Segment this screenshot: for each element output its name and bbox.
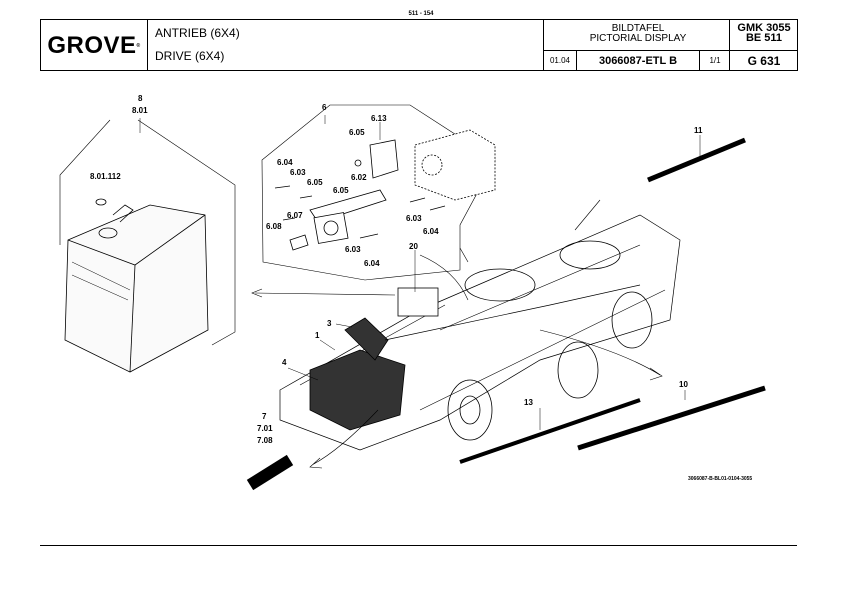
footer-rule [40,545,797,546]
model-line-2: BE 511 [745,32,783,44]
display-type: BILDTAFEL PICTORIAL DISPLAY [547,24,729,44]
title-english: DRIVE (6X4) [155,49,225,63]
group-number: G 631 [747,54,781,68]
callout-6-04-b: 6.04 [364,259,380,268]
callout-6-03-b: 6.03 [345,245,361,254]
callout-7: 7 [262,412,267,421]
callout-7-01: 7.01 [257,424,273,433]
callout-6-08: 6.08 [266,222,282,231]
callout-4: 4 [282,358,287,367]
callout-11: 11 [694,126,703,135]
drawing-code: 3066087-B-BL01-0104-3055 [688,476,753,482]
display-type-german: BILDTAFEL [611,23,665,34]
fuel-tank-drawing [59,119,236,373]
callout-6: 6 [322,103,327,112]
engine-gearbox-drawing [309,287,439,431]
bracket-group-outline [261,104,496,281]
issue-date: 01.04 [549,56,571,65]
callout-8: 8 [138,94,143,103]
grove-logo: GROVE® [43,26,145,66]
title-block: GROVE® ANTRIEB (6X4) DRIVE (6X4) BILDTAF… [40,19,798,71]
model-number: GMK 3055 BE 511 [731,22,797,44]
model-line-1: GMK 3055 [737,22,791,34]
title-german: ANTRIEB (6X4) [155,26,240,40]
registered-mark: ® [136,43,141,49]
logo-text: GROVE [47,32,137,59]
callout-6-04-c: 6.04 [423,227,439,236]
callout-8-01: 8.01 [132,106,148,115]
callout-6-02: 6.02 [351,173,367,182]
sheet-number: 1/1 [709,56,721,65]
callout-6-05-a: 6.05 [349,128,365,137]
display-type-english: PICTORIAL DISPLAY [589,33,687,44]
callout-6-07: 6.07 [287,211,303,220]
callout-1: 1 [315,331,320,340]
callout-7-08: 7.08 [257,436,273,445]
hydraulic-pump-drawing [414,129,496,201]
callout-6-13: 6.13 [371,114,387,123]
exploded-drive-drawing [59,104,766,491]
callout-6-05-b: 6.05 [307,178,323,187]
bracket-parts-drawing [274,139,446,251]
cardan-shaft-lines [246,137,766,491]
direction-arrows [251,199,663,469]
leader-lines [139,115,701,430]
callout-6-03-c: 6.03 [406,214,422,223]
callout-6-03-a: 6.03 [290,168,306,177]
callout-10: 10 [679,380,688,389]
callout-6-04-a: 6.04 [277,158,293,167]
callout-20: 20 [409,242,418,251]
callout-3: 3 [327,319,332,328]
callout-6-05-c: 6.05 [333,186,349,195]
page-number: 511 - 154 [408,11,434,17]
callout-8-01-112: 8.01.112 [90,172,121,181]
callout-13: 13 [524,398,533,407]
reference-number: 3066087-ETL B [598,55,678,67]
